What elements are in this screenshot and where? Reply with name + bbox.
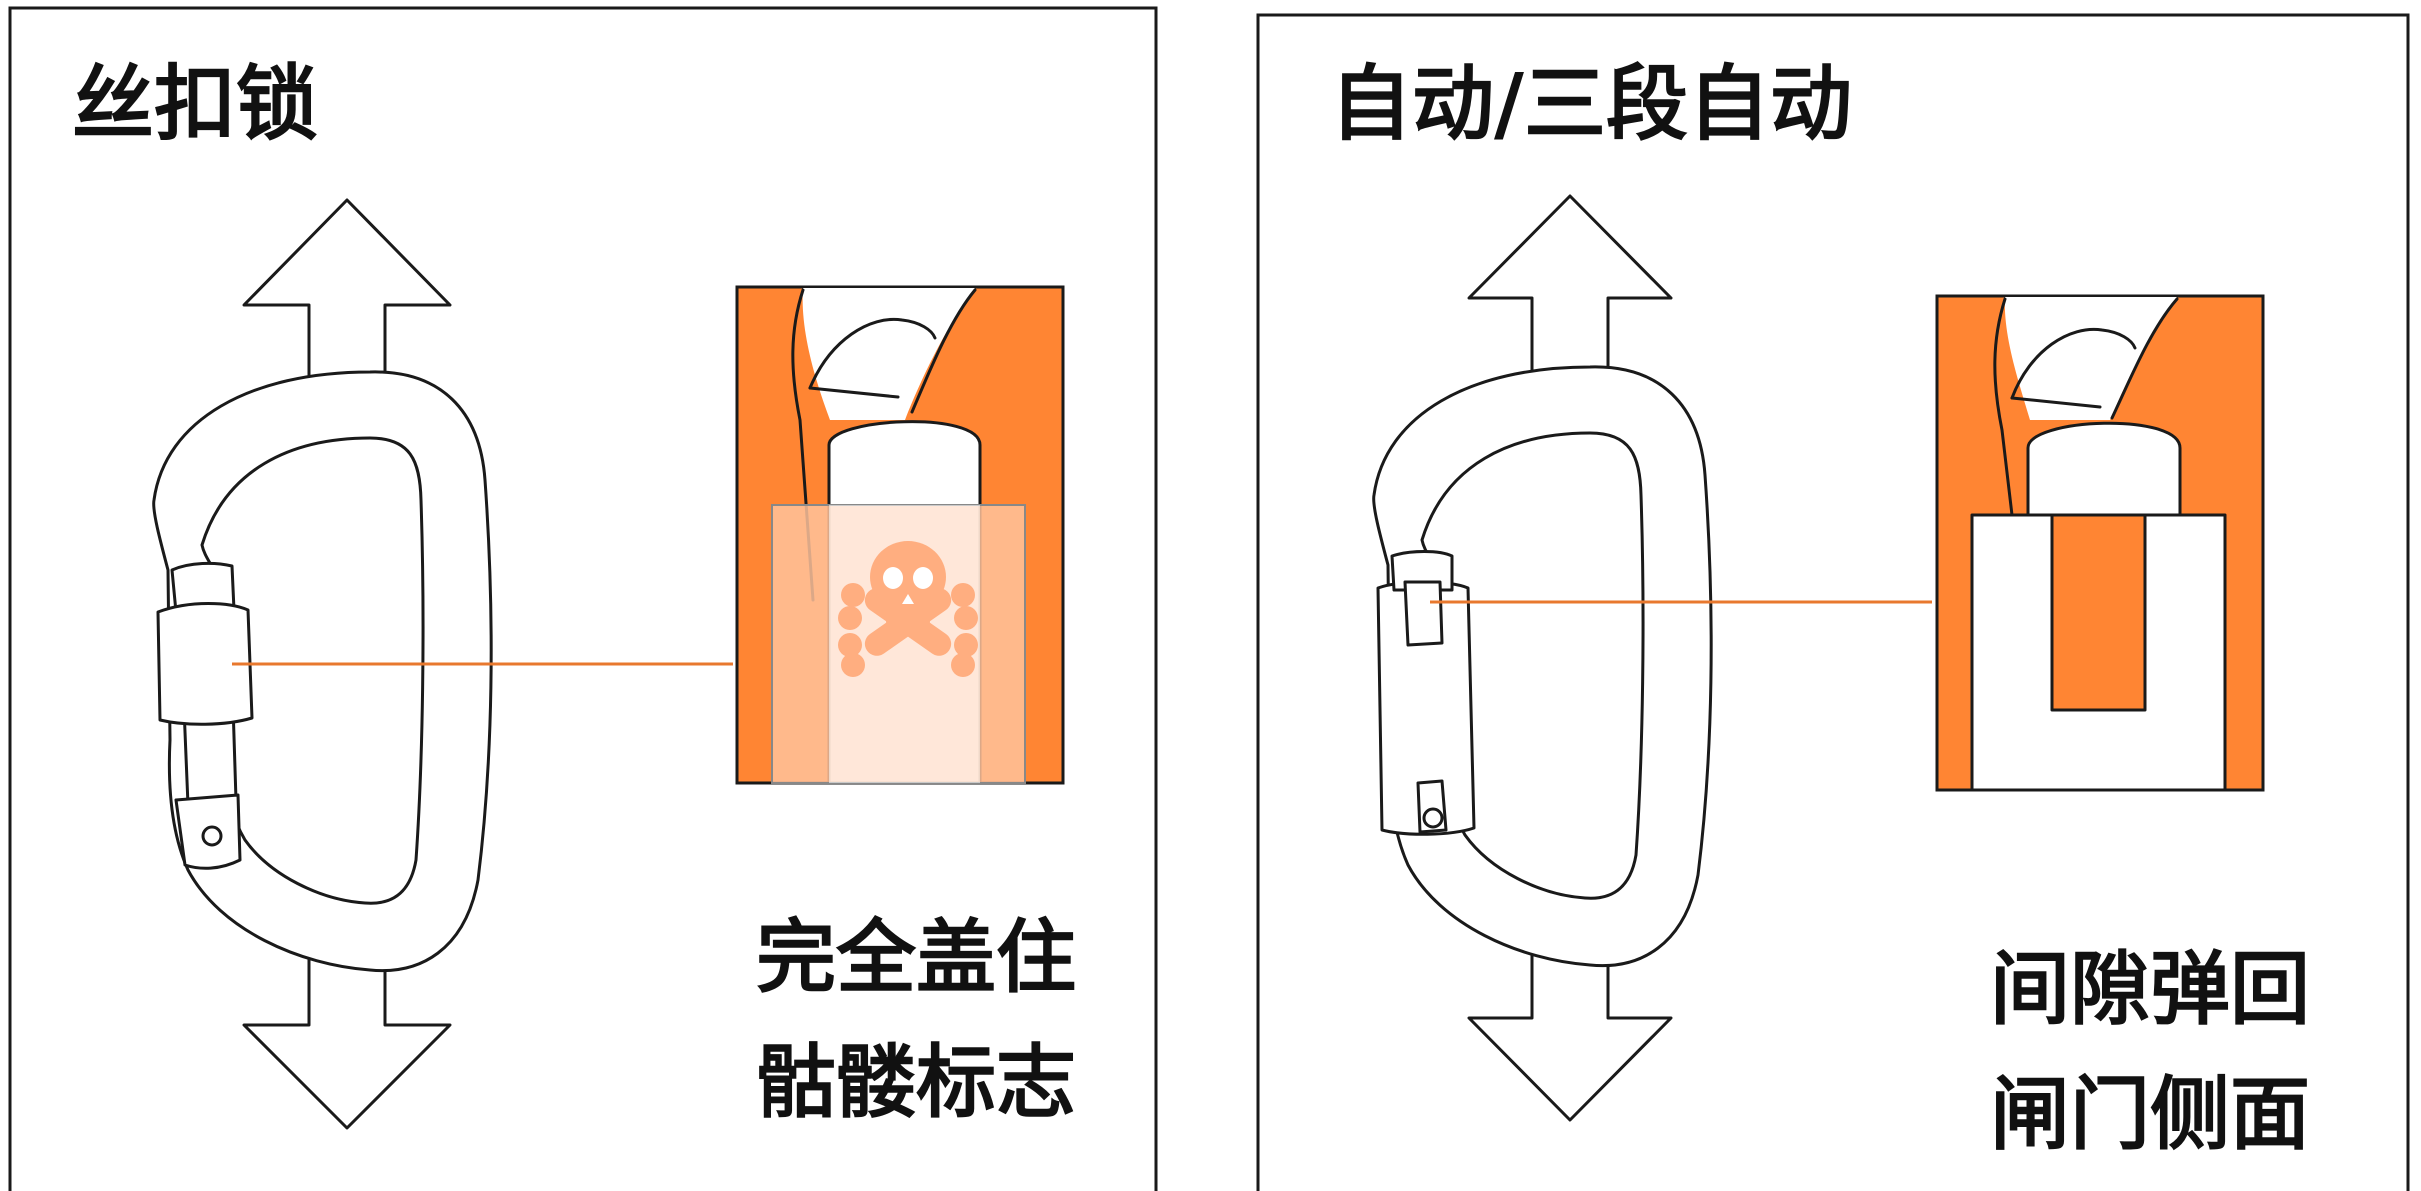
left-zoom-detail bbox=[735, 285, 1065, 785]
auto-lock-carabiner-icon bbox=[1372, 365, 1713, 968]
right-caption-line-2: 闸门侧面 bbox=[1990, 1068, 2310, 1161]
skull-crossbones-icon bbox=[838, 541, 978, 677]
u-shaped-gate-side bbox=[1970, 513, 2227, 792]
left-caption-line-2: 骷髅标志 bbox=[756, 1036, 1076, 1129]
left-caption-line-1: 完全盖住 bbox=[756, 911, 1076, 1004]
left-panel-title: 丝扣锁 bbox=[72, 57, 318, 152]
right-panel-title: 自动/三段自动 bbox=[1330, 57, 1852, 152]
right-caption-line-1: 间隙弹回 bbox=[1990, 943, 2310, 1036]
right-zoom-detail bbox=[1935, 294, 2265, 792]
screw-lock-carabiner-icon bbox=[152, 370, 493, 973]
right-panel: 自动/三段自动 bbox=[1256, 13, 2410, 1191]
left-panel: 丝扣锁 bbox=[8, 6, 1158, 1191]
